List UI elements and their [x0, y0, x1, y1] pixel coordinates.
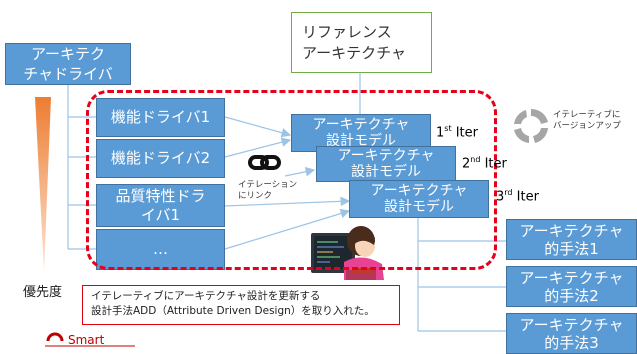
iteration-link-label: イテレーション にリンク [238, 180, 298, 202]
iteration-dashed-frame [86, 90, 497, 270]
iterative-upgrade-label: イテレーティブに バージョンアップ [553, 110, 621, 132]
design-model-3: アーキテクチャ 設計モデル [349, 180, 489, 218]
logo-mark [45, 332, 135, 347]
architecture-driver-box: アーキテク チャドライバ [5, 43, 131, 85]
driver-quality-1: 品質特性ドラ イバ1 [96, 184, 225, 227]
design-model-1: アーキテクチャ 設計モデル [291, 114, 431, 152]
design-model-2: アーキテクチャ 設計モデル [316, 146, 456, 182]
driver-functional-2: 機能ドライバ2 [96, 139, 225, 178]
arrow-driver1 [224, 116, 292, 138]
arrow-quality [224, 196, 351, 207]
logo-text: Smart [68, 333, 105, 347]
iter-label-1: 1st Iter [436, 124, 478, 141]
cycle-icon [514, 108, 548, 143]
arrow-link [284, 167, 316, 177]
methods-bracket [417, 218, 506, 332]
arrow-etc [224, 208, 351, 250]
architectural-method-2: アーキテクチャ 的手法2 [506, 266, 637, 307]
driver-functional-1: 機能ドライバ1 [96, 98, 225, 137]
iter-label-3: 3rd Iter [496, 188, 539, 205]
priority-bar [35, 97, 51, 272]
arrow-driver2 [224, 137, 292, 158]
iter-label-2: 2nd Iter [462, 155, 507, 172]
link-icon [248, 155, 281, 170]
architectural-method-3: アーキテクチャ 的手法3 [506, 313, 637, 354]
driver-bracket [67, 85, 96, 250]
architectural-method-1: アーキテクチャ 的手法1 [506, 219, 637, 260]
reference-architecture-box: リファレンス アーキテクチャ [291, 12, 432, 73]
person-at-computer-illustration [311, 226, 384, 280]
note-box: イテレーティブにアーキテクチャ設計を更新する 設計手法ADD（Attribute… [82, 285, 400, 325]
priority-label: 優先度 [23, 285, 63, 300]
